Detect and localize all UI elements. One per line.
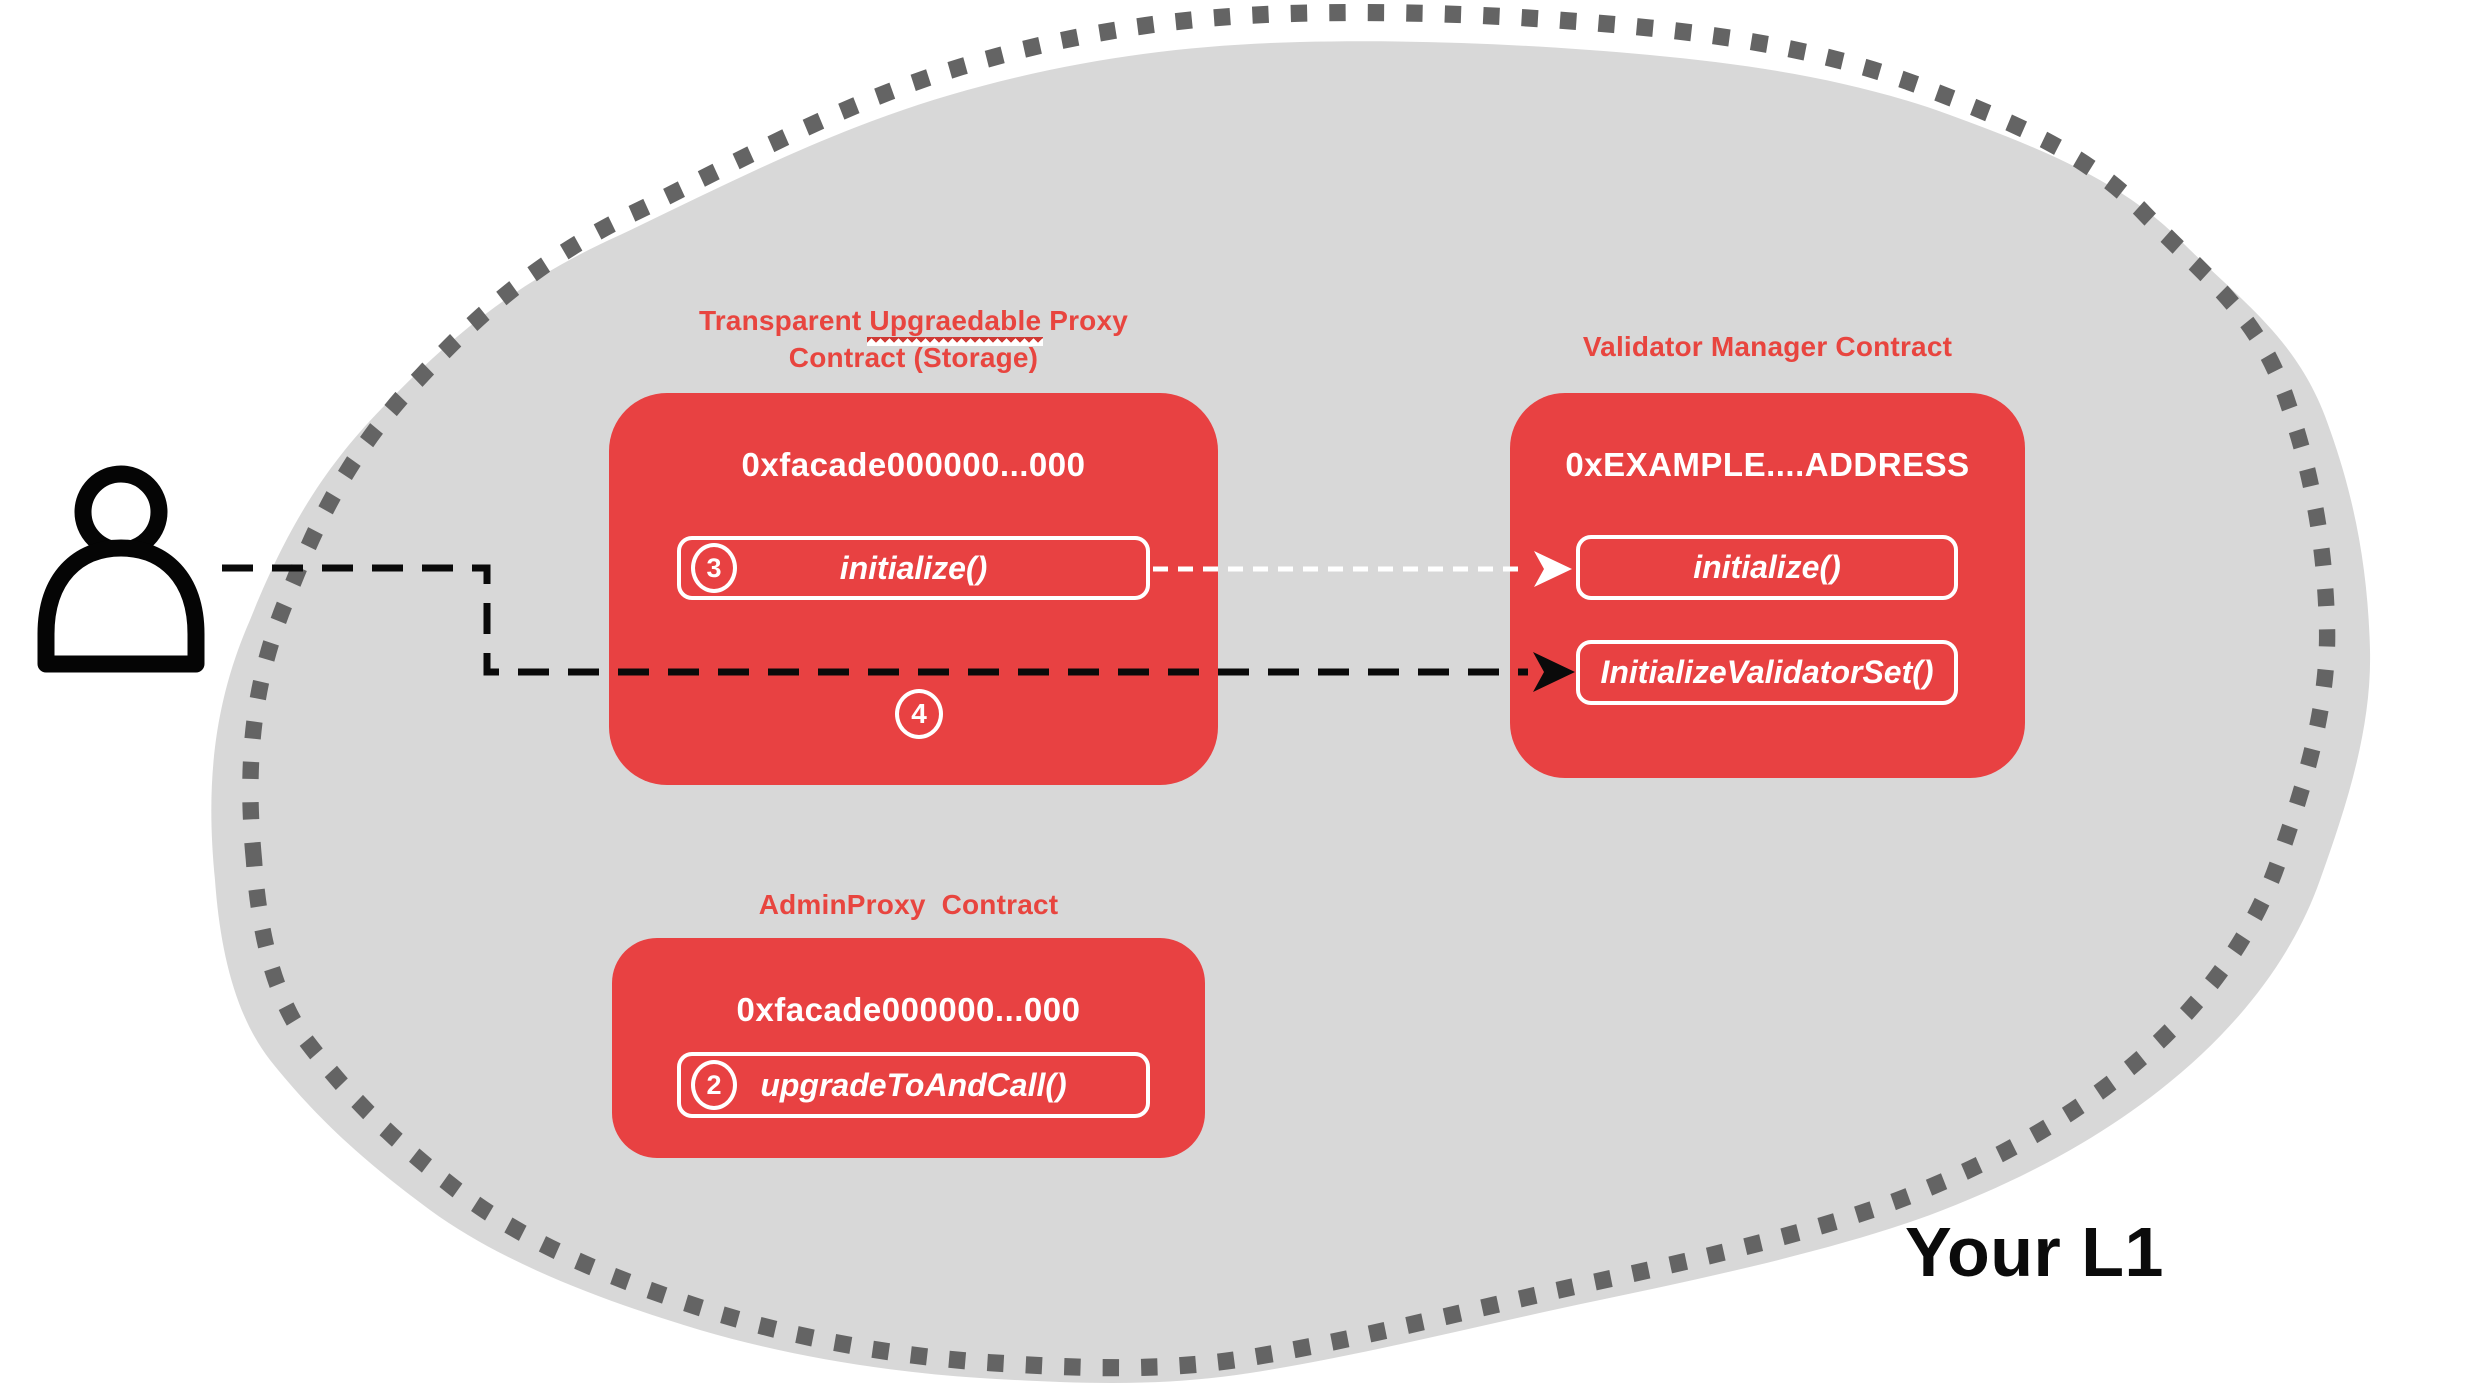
proxy-title-part1: Transparent	[698, 305, 870, 336]
validator-manager-box: 0xEXAMPLE....ADDRESS initialize() Initia…	[1510, 393, 2025, 778]
validator-initialize-label: initialize()	[1693, 549, 1841, 585]
proxy-title-misspelled-word: Upgraedable	[867, 302, 1044, 346]
step-3-badge: 3	[691, 543, 737, 593]
adminproxy-contract-box: 0xfacade000000...000 2 upgradeToAndCall(…	[612, 938, 1205, 1158]
validator-initialize-pill: initialize()	[1576, 535, 1958, 600]
proxy-initialize-label: initialize()	[839, 549, 988, 586]
step-4-badge: 4	[895, 689, 943, 739]
validator-box-title: Validator Manager Contract	[1582, 331, 1953, 362]
admin-upgradetoandcall-pill: 2 upgradeToAndCall()	[677, 1052, 1150, 1118]
proxy-initialize-pill: 3 initialize()	[677, 536, 1150, 600]
admin-address: 0xfacade000000...000	[736, 991, 1081, 1028]
admin-box-title: AdminProxy Contract	[758, 889, 1059, 920]
proxy-box-title: Transparent Upgraedable Proxy Contract (…	[609, 302, 1218, 376]
blob-fill	[211, 41, 2371, 1383]
proxy-title-line1: Transparent Upgraedable Proxy	[698, 302, 1129, 346]
proxy-title-part2: Proxy	[1041, 305, 1129, 336]
admin-upgradetoandcall-label: upgradeToAndCall()	[760, 1066, 1067, 1103]
region-label: Your L1	[1905, 1213, 2164, 1291]
validator-initializevalidatorset-pill: InitializeValidatorSet()	[1576, 640, 1958, 705]
validator-address: 0xEXAMPLE....ADDRESS	[1565, 446, 1970, 483]
proxy-address: 0xfacade000000...000	[741, 446, 1086, 483]
validator-initializevalidatorset-label: InitializeValidatorSet()	[1600, 654, 1934, 690]
proxy-title-line2: Contract (Storage)	[788, 342, 1039, 373]
step-2-badge: 2	[691, 1060, 737, 1110]
